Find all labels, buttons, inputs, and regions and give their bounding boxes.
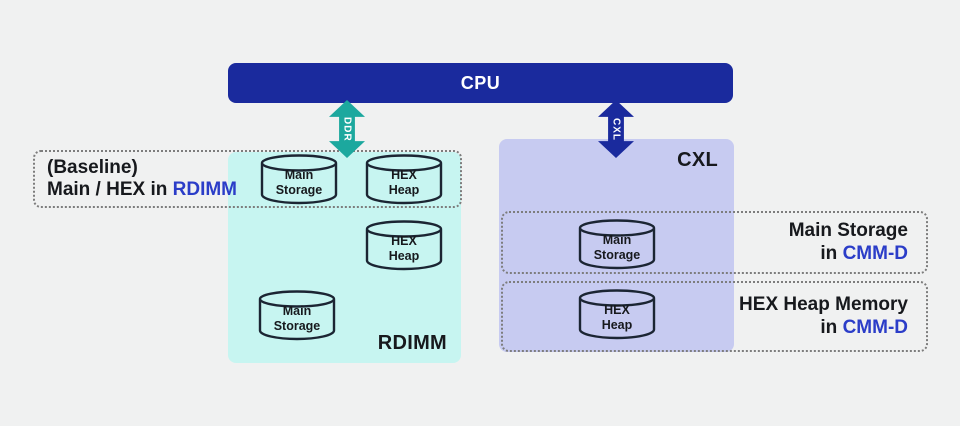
cylinder-cxl-main-storage: Main Storage (577, 218, 657, 270)
cylinder-icon (578, 219, 656, 270)
main-storage-line2: in CMM-D (820, 242, 908, 264)
ddr-arrow-label: DDR (341, 116, 353, 142)
main-storage-highlight-cmmd: CMM-D (842, 242, 908, 264)
rdimm-region: RDIMM (228, 152, 461, 363)
cxl-region: CXL (499, 139, 734, 352)
cylinder-label: Main Storage (275, 168, 323, 197)
main-storage-line1: Main Storage (788, 220, 908, 242)
cylinder-icon (365, 154, 443, 205)
cylinder-icon (365, 220, 443, 271)
cpu-label: CPU (460, 72, 501, 93)
cylinder-rdimm-hex-heap-baseline: HEX Heap (364, 153, 444, 205)
hex-heap-highlight-cmmd: CMM-D (842, 316, 908, 338)
cylinder-label: Main Storage (273, 304, 321, 333)
cylinder-icon (258, 290, 336, 341)
cxl-arrow-label: CXL (610, 117, 622, 141)
cpu-bar: CPU (228, 63, 733, 103)
cylinder-rdimm-main-storage-baseline: Main Storage (259, 153, 339, 205)
cylinder-icon (578, 289, 656, 340)
rdimm-region-label: RDIMM (377, 332, 447, 354)
cxl-region-label: CXL (677, 149, 718, 171)
cylinder-cxl-hex-heap: HEX Heap (577, 288, 657, 340)
cylinder-label: HEX Heap (388, 234, 420, 263)
baseline-highlight-rdimm: RDIMM (172, 179, 238, 200)
cylinder-label: Main Storage (593, 233, 641, 262)
cylinder-label: HEX Heap (388, 168, 420, 197)
hex-heap-annotation-text: HEX Heap Memory in CMM-D (739, 294, 908, 339)
main-storage-annotation-text: Main Storage in CMM-D (789, 220, 908, 265)
cylinder-label: HEX Heap (601, 303, 633, 332)
hex-heap-line1: HEX Heap Memory (739, 294, 908, 316)
baseline-annotation-box: (Baseline) Main / HEX in RDIMM (33, 150, 462, 208)
baseline-annotation-text: (Baseline) Main / HEX in RDIMM (47, 157, 237, 202)
hex-heap-line2: in CMM-D (820, 316, 908, 338)
baseline-line1: (Baseline) (47, 156, 138, 178)
hex-heap-annotation-box: HEX Heap Memory in CMM-D (501, 281, 928, 352)
cylinder-icon (260, 154, 338, 205)
baseline-line2: Main / HEX in RDIMM (47, 179, 238, 200)
cylinder-rdimm-hex-heap: HEX Heap (364, 219, 444, 271)
main-storage-annotation-box: Main Storage in CMM-D (501, 211, 928, 274)
cylinder-rdimm-main-storage: Main Storage (257, 289, 337, 341)
